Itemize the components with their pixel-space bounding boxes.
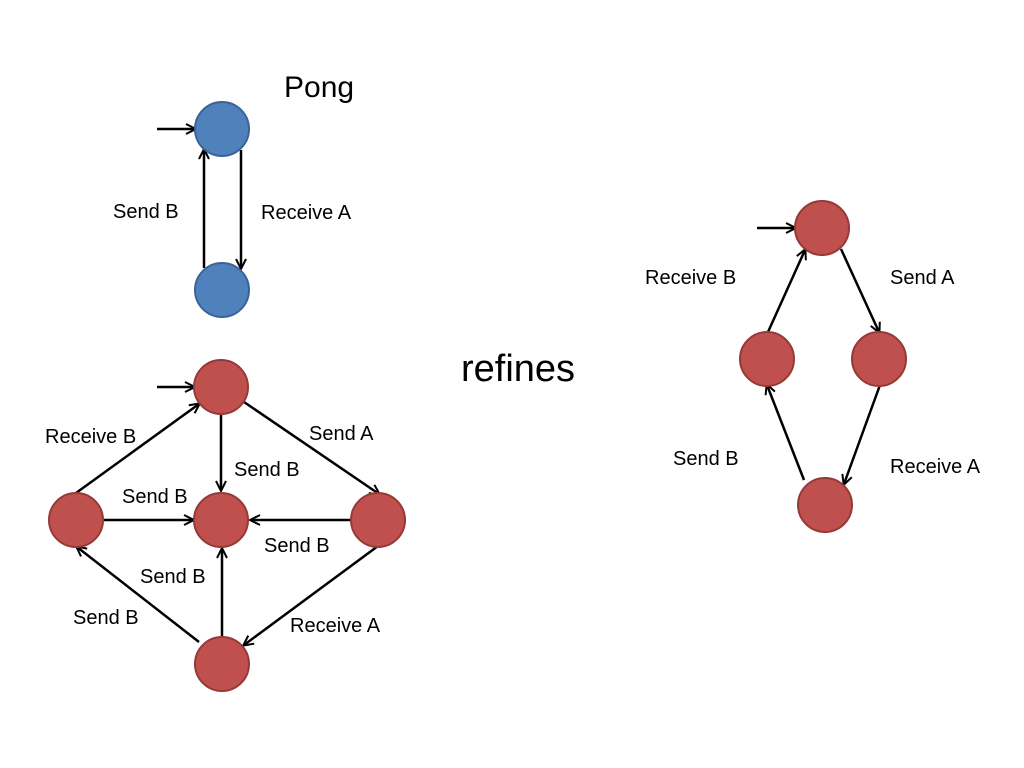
refines-label: refines [461,348,575,390]
ping-label-receive-b: Receive B [645,267,736,289]
pong-title: Pong [284,71,354,104]
product-state-right [350,492,406,548]
ping-state-right [851,331,907,387]
ping-edge-receive-a [844,384,882,484]
pong-state-2 [194,262,250,318]
pong-label-send-b: Send B [113,201,179,223]
product-edge-left-to-top [75,404,199,495]
ping-label-receive-a: Receive A [890,456,981,478]
pong-automaton: Pong Send B Receive A [113,71,354,318]
ping-automaton: Receive B Send A Send B Receive A [645,200,981,533]
product-label-bottom-to-center: Send B [140,566,206,588]
product-label-receive-b: Receive B [45,426,136,448]
product-label-bottom-to-left: Send B [73,607,139,629]
product-label-left-to-center: Send B [122,486,188,508]
product-edge-top-to-right [243,400,379,494]
ping-edge-send-a [839,248,879,332]
product-state-left [48,492,104,548]
product-label-right-to-bottom: Receive A [290,615,381,637]
product-label-top-to-center: Send B [234,459,300,481]
ping-state-top [794,200,850,256]
product-state-center [193,492,249,548]
ping-label-send-b: Send B [673,448,739,470]
product-state-bottom [194,636,250,692]
product-label-send-a: Send A [309,423,374,445]
ping-state-bottom [797,477,853,533]
ping-edge-send-b [767,385,806,481]
ping-label-send-a: Send A [890,267,955,289]
product-label-right-to-center: Send B [264,535,330,557]
product-edge-bottom-to-left [77,547,200,643]
pong-state-initial [194,101,250,157]
ping-edge-receive-b [766,250,805,333]
pong-label-receive-a: Receive A [261,202,352,224]
ping-state-left [739,331,795,387]
product-automaton: Receive B Send A Send B Send B Send B Se… [45,359,406,692]
product-state-top [193,359,249,415]
product-edge-right-to-bottom [244,544,379,645]
